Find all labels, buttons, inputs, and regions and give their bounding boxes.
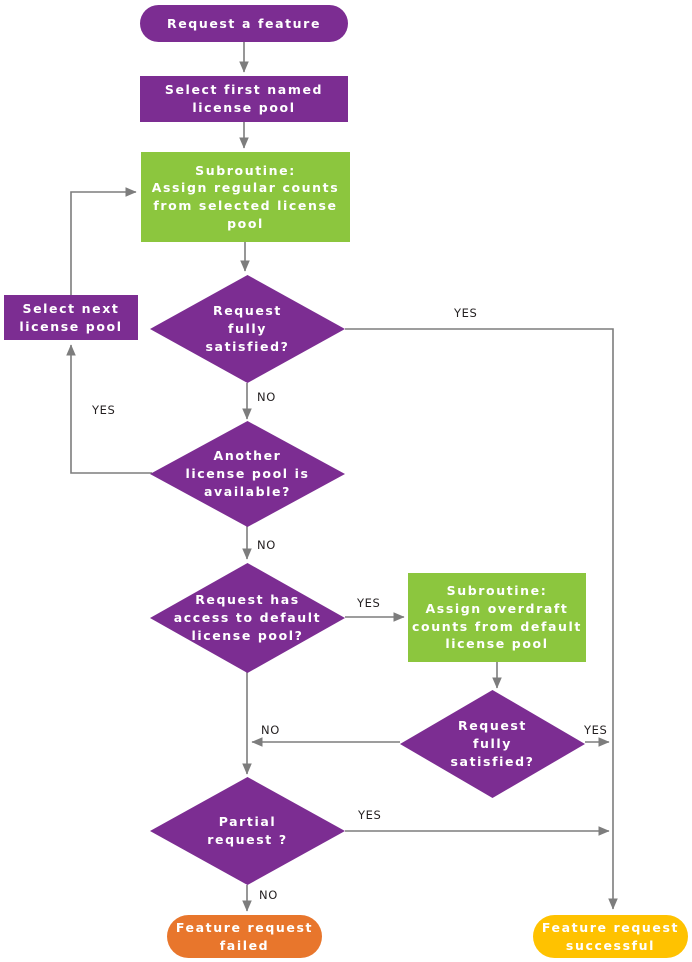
node-decision-request-has-access-to-default-pool[interactable]: Request has access to default license po… xyxy=(150,563,345,673)
node-terminal-feature-request-successful-label: Feature request successful xyxy=(541,919,680,953)
node-terminal-feature-request-failed-label: Feature request failed xyxy=(175,919,314,953)
node-decision-partial-request[interactable]: Partial request ? xyxy=(150,777,345,885)
node-decision-request-fully-satisfied-1-label: Request fully satisfied? xyxy=(205,303,290,354)
edge-label-satisfied2-no: NO xyxy=(261,723,280,737)
node-decision-another-license-pool-available[interactable]: Another license pool is available? xyxy=(150,421,345,527)
edge-label-partial-no: NO xyxy=(259,888,278,902)
node-select-first-license-pool-label: Select first named license pool xyxy=(164,82,324,115)
node-select-next-license-pool[interactable]: Select next license pool xyxy=(4,295,138,340)
node-select-next-license-pool-label: Select next license pool xyxy=(19,300,123,334)
node-subroutine-assign-overdraft-counts-label: Subroutine: Assign overdraft counts from… xyxy=(412,583,582,652)
edge-label-partial-yes: YES xyxy=(358,808,382,822)
edge-label-another-pool-yes: YES xyxy=(92,403,116,417)
node-decision-request-fully-satisfied-1[interactable]: Request fully satisfied? xyxy=(150,275,345,383)
edge-select-next-to-assign-regular xyxy=(70,187,137,295)
node-select-first-license-pool[interactable]: Select first named license pool xyxy=(140,76,348,122)
edge-label-another-pool-no: NO xyxy=(257,538,276,552)
node-decision-request-has-access-to-default-pool-label: Request has access to default license po… xyxy=(173,592,322,643)
node-subroutine-assign-overdraft-counts[interactable]: Subroutine: Assign overdraft counts from… xyxy=(408,573,586,662)
node-terminal-feature-request-successful[interactable]: Feature request successful xyxy=(533,915,688,958)
node-subroutine-assign-regular-counts-label: Subroutine: Assign regular counts from s… xyxy=(151,162,340,231)
node-decision-request-fully-satisfied-2[interactable]: Request fully satisfied? xyxy=(400,690,585,798)
edge-label-default-access-yes: YES xyxy=(357,596,381,610)
node-decision-partial-request-label: Partial request ? xyxy=(207,814,288,847)
node-decision-request-fully-satisfied-2-label: Request fully satisfied? xyxy=(450,718,535,769)
node-terminal-feature-request-failed[interactable]: Feature request failed xyxy=(167,915,322,958)
edge-label-satisfied1-yes: YES xyxy=(454,306,478,320)
edge-label-satisfied1-no: NO xyxy=(257,390,276,404)
node-start[interactable]: Request a feature xyxy=(140,5,348,42)
node-subroutine-assign-regular-counts[interactable]: Subroutine: Assign regular counts from s… xyxy=(141,152,350,242)
edge-label-satisfied2-yes: YES xyxy=(584,723,608,737)
node-start-label: Request a feature xyxy=(166,15,322,31)
node-decision-another-license-pool-available-label: Another license pool is available? xyxy=(185,448,310,499)
